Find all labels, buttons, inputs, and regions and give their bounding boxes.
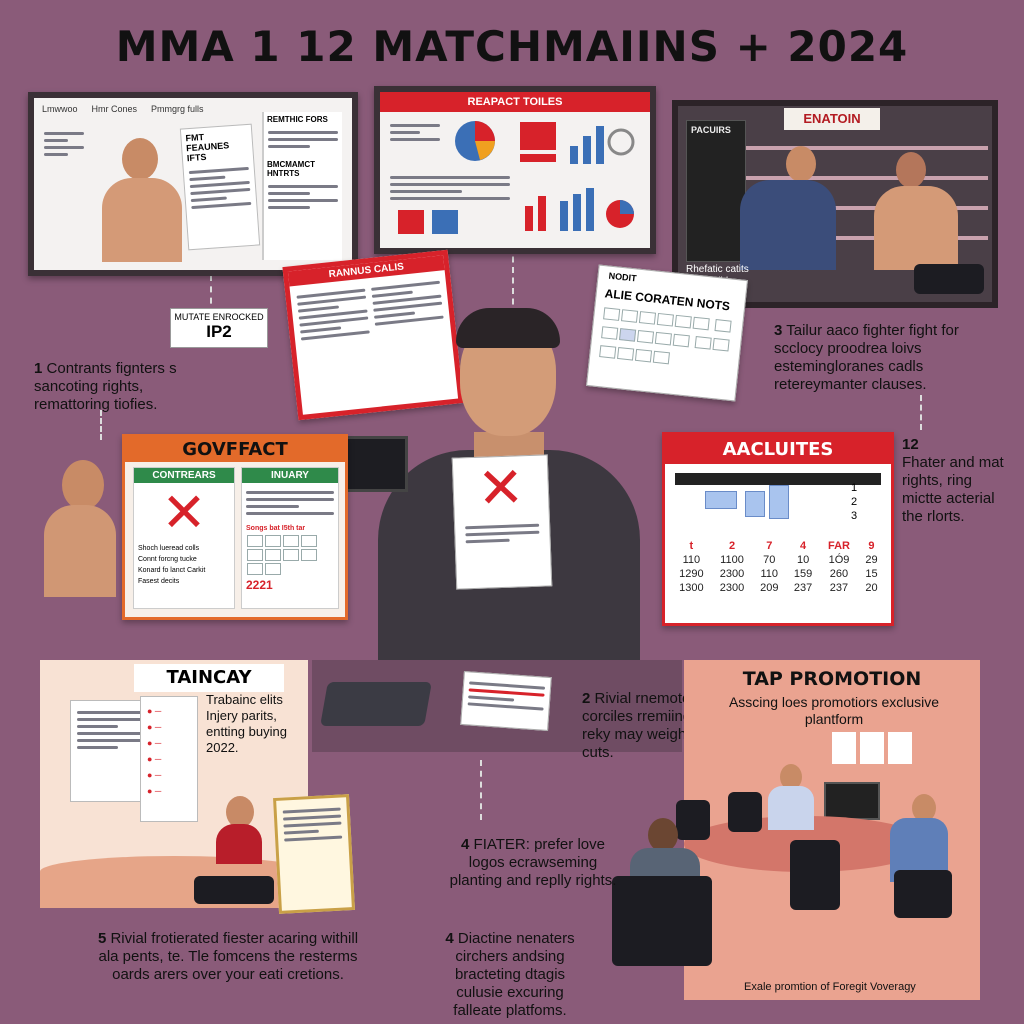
connector-line [920, 395, 922, 430]
annotation-5: 5 Rivial frotierated fiester acaring wit… [97, 930, 359, 983]
notes-card: NODIT ALIE CORATEN NOTS [586, 264, 748, 402]
chair [612, 876, 712, 966]
woman-head [226, 796, 254, 828]
chair [894, 870, 952, 918]
page-title: MMA 1 12 MATCHMAIINS + 2024 [115, 22, 909, 71]
man-figure-body [740, 180, 836, 270]
chair [676, 800, 710, 840]
side-man-head [62, 460, 104, 510]
injury-sheet: INUARY Songs bat I5th tar 2221 [241, 467, 339, 609]
connector-line [512, 246, 514, 336]
top-right-screen: ENATOIN PACUIRS Rhefatic catits Porrecti… [672, 100, 998, 308]
top-center-screen: REAPACT TOILES [374, 86, 656, 254]
man-figure-head [122, 138, 158, 180]
panel-badge: ENATOIN [784, 108, 880, 130]
red-block [398, 210, 424, 234]
taincay-text: Trabainc elits Injery parits, entting bu… [206, 692, 287, 755]
easel-board [273, 794, 355, 914]
annotation-4a: 4 FIATER: prefer love logos ecrawseming … [449, 836, 617, 889]
ip-tag: MUTATE ENROCKED IP2 [170, 308, 268, 348]
tab-1[interactable]: Lmwwoo [42, 104, 78, 114]
document-paper: FMT FEAUNES IFTS [179, 123, 261, 251]
top-left-screen: Lmwwoo Hmr Cones Pmmgrg fulls FMT FEAUNE… [28, 92, 358, 276]
woman-figure-head [896, 152, 926, 188]
rankings-card: RANNUS CALIS [282, 249, 464, 421]
chair [194, 876, 274, 904]
chair [914, 264, 984, 294]
person-head [648, 818, 678, 852]
contract-sheet: CONTREARS ✕ Shoch lueread colls Connt fo… [133, 467, 235, 609]
person-head [780, 764, 802, 790]
bar-chart-icon [570, 126, 635, 164]
monitor [824, 782, 880, 820]
desk-papers [460, 670, 552, 732]
woman-figure-body [874, 186, 958, 270]
side-man-body [44, 505, 116, 597]
woman-body [216, 824, 262, 864]
man-figure-head [786, 146, 816, 182]
tab-2[interactable]: Hmr Cones [91, 104, 138, 114]
bar-chart-icon [525, 188, 634, 231]
side-document: REMTHIC FORS BMCMAMCT HNTRTS [262, 112, 342, 260]
clipboard [70, 700, 152, 802]
red-block [520, 154, 556, 162]
taincay-panel: TAINCAY ● ─● ─● ─● ─● ─● ─ Trabainc elit… [40, 660, 355, 914]
tap-caption: Exale promtion of Foregit Voveragy [744, 981, 916, 993]
blue-block [432, 210, 458, 234]
central-man-hair [456, 308, 560, 348]
held-document: ✕ [451, 454, 553, 590]
tab-3[interactable]: Pmmgrg fulls [151, 104, 204, 114]
person-body [768, 786, 814, 830]
annotation-3: 3 Tailur aaco fighter fight for scclocy … [774, 322, 959, 393]
man-figure-body [102, 178, 182, 262]
annotation-1: 1 Contrants fignters s sancoting rights,… [34, 360, 177, 413]
connector-line [210, 275, 212, 315]
connector-line [480, 760, 482, 820]
keyboard [320, 682, 432, 726]
pie-chart-icon [455, 121, 495, 161]
small-monitor [340, 436, 408, 492]
calendar-bar [675, 473, 881, 485]
panel-header: REAPACT TOILES [380, 92, 650, 112]
checklist: ● ─● ─● ─● ─● ─● ─ [140, 696, 198, 822]
annotation-12: 12 Fhater and mat rights, ring mictte ac… [902, 436, 1004, 525]
annotation-4b: 4 Diactine nenaters circhers andsing bra… [445, 930, 575, 1019]
annotation-2: 2 Rivial rnemoters corciles rremiing rek… [582, 690, 703, 761]
sign-board: PACUIRS [686, 120, 746, 262]
red-block [520, 122, 556, 150]
connector-line [100, 410, 102, 440]
tap-text: Asscing loes promotiors exclusive plantf… [728, 694, 940, 727]
desk [312, 660, 682, 752]
contract-panel: GOVFFACT CONTREARS ✕ Shoch lueread colls… [122, 434, 348, 620]
person-head [912, 794, 936, 822]
chair [728, 792, 762, 832]
chair [790, 840, 840, 910]
